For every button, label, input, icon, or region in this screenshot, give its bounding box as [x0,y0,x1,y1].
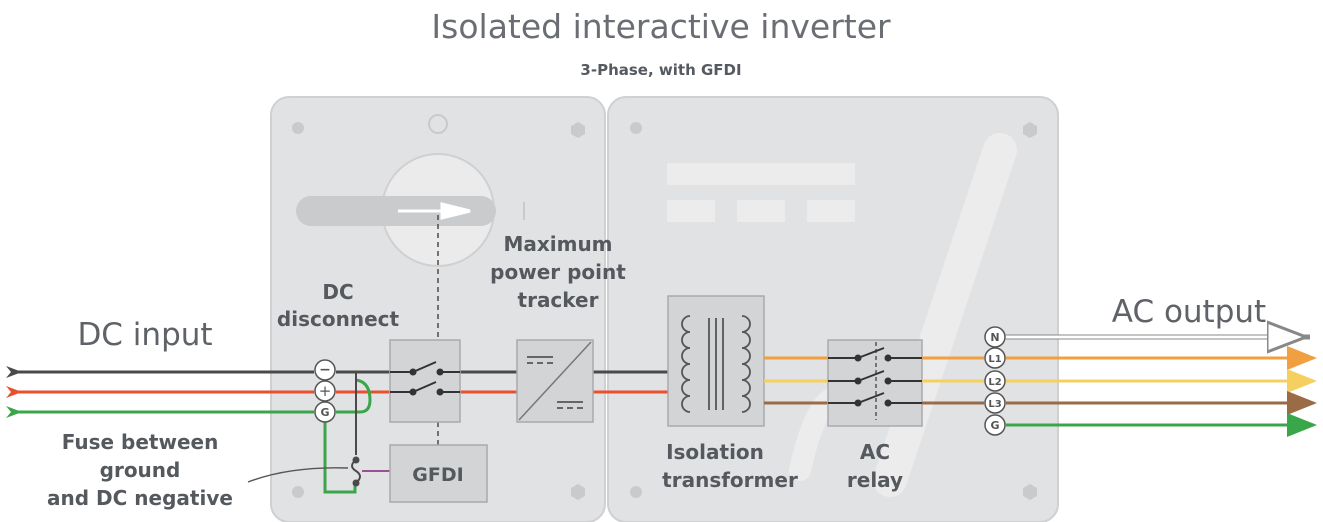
svg-text:L1: L1 [988,354,1001,365]
dc-negative-arrowhead [6,366,22,378]
svg-text:Isolation: Isolation [666,440,764,464]
svg-text:transformer: transformer [662,468,798,492]
ground-arrowhead [6,406,22,418]
svg-text:Maximum: Maximum [503,232,612,256]
ac-output-wires [1006,337,1317,437]
mppt-box [516,339,594,423]
dc-terminal-ground: G [314,401,336,423]
svg-text:+: + [319,382,332,400]
svg-text:and DC negative: and DC negative [47,486,233,510]
dc-positive-arrowhead [6,386,22,398]
svg-text:AC: AC [860,440,890,464]
svg-text:ground: ground [100,458,181,482]
ac-terminal-l3: L3 [984,392,1006,414]
ac-terminal-l2: L2 [984,370,1006,392]
svg-text:Fuse between: Fuse between [62,430,219,454]
fuse-callout-line [247,467,349,483]
gfdi-box: GFDI [389,444,488,503]
ac-relay-label: AC relay [847,440,903,492]
dc-disconnect-switch [389,339,461,423]
svg-text:tracker: tracker [518,288,599,312]
svg-text:−: − [319,362,331,378]
dc-disconnect-label: DC disconnect [277,280,400,331]
svg-text:disconnect: disconnect [277,307,400,331]
ac-relay-box [827,339,923,427]
svg-text:relay: relay [847,468,903,492]
isolation-transformer-box [667,295,765,427]
dc-terminal-negative: − [314,359,336,381]
ac-terminal-n: N [984,326,1006,348]
mppt-label: Maximum power point tracker [490,232,626,312]
ac-terminal-ground: G [984,414,1006,436]
dc-terminal-positive: + [314,380,336,402]
isolation-transformer-label: Isolation transformer [662,440,798,492]
fuse-label: Fuse between ground and DC negative [47,430,233,510]
ac-terminal-l1: L1 [984,347,1006,369]
dc-input-wires [6,366,314,418]
diagram-title: Isolated interactive inverter [431,7,891,46]
svg-text:L3: L3 [988,399,1001,410]
svg-text:L2: L2 [988,377,1001,388]
svg-text:power point: power point [490,260,626,284]
dc-input-label: DC input [77,317,212,353]
ac-output-label: AC output [1112,294,1266,330]
svg-text:G: G [990,419,999,432]
diagram-subtitle: 3-Phase, with GFDI [580,61,741,79]
fuse-symbol [351,372,361,487]
gfdi-label: GFDI [412,464,463,486]
svg-text:N: N [990,331,999,344]
svg-text:DC: DC [322,280,353,304]
svg-text:G: G [320,406,329,419]
